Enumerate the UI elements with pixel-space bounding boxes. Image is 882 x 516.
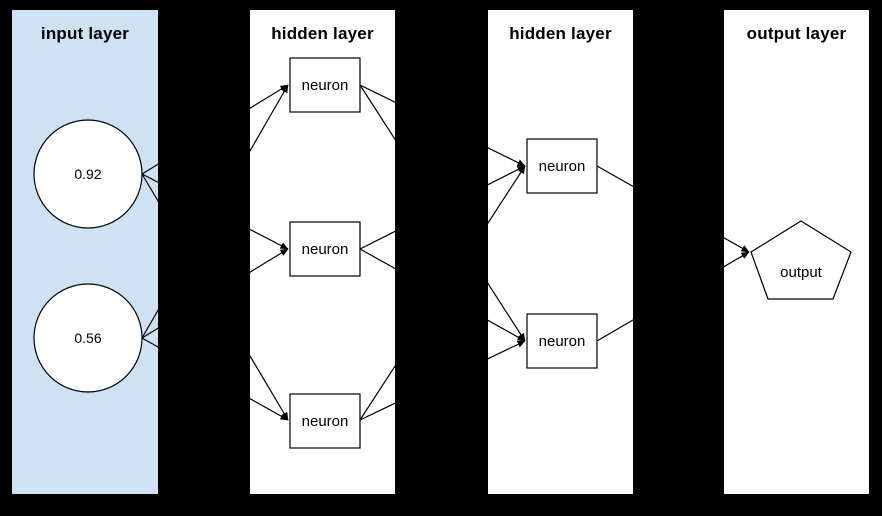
output-layer-title: output layer	[746, 24, 847, 43]
hidden-layer-2-title: hidden layer	[509, 24, 612, 43]
panel-hidden-layer-2: hidden layer	[488, 10, 633, 494]
edge-lines	[141, 84, 750, 421]
panel-input-layer: input layer	[12, 10, 158, 494]
panel-output-layer: output layer	[724, 10, 869, 494]
input-layer-title: input layer	[40, 24, 130, 43]
panel-hidden-layer-1: hidden layer	[250, 10, 395, 494]
hidden-layer-1-title: hidden layer	[271, 24, 374, 43]
